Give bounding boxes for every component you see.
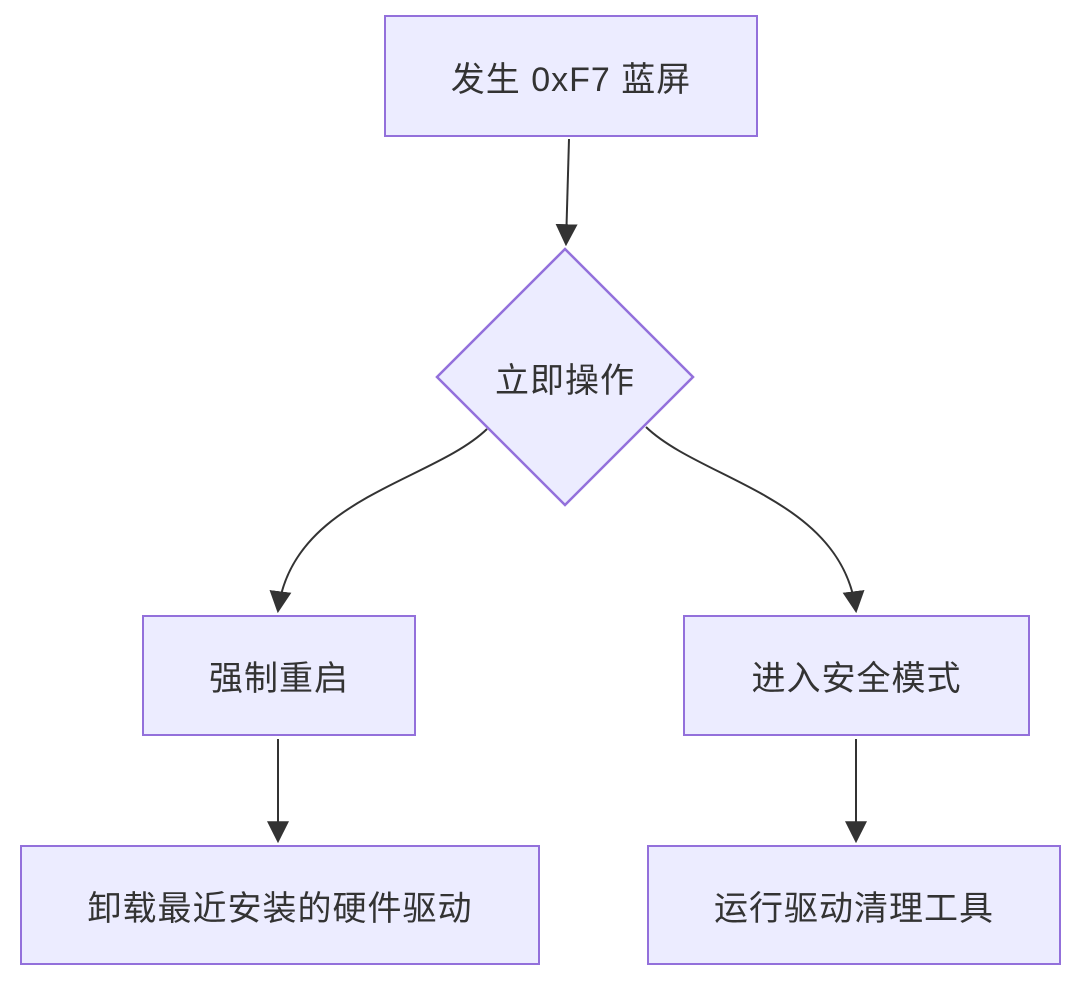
node-force-restart-label: 强制重启 xyxy=(209,660,349,698)
node-decision-immediate-action: 立即操作 xyxy=(435,247,695,507)
node-enter-safe-mode-label: 进入安全模式 xyxy=(751,660,962,698)
edge-decision-to-force-restart xyxy=(269,428,488,614)
node-force-restart: 强制重启 xyxy=(142,615,416,736)
edge-decision-to-safe-mode xyxy=(645,426,865,614)
node-bluescreen-occurred-label: 发生 0xF7 蓝屏 xyxy=(450,60,692,99)
node-run-driver-cleaner: 运行驱动清理工具 xyxy=(647,845,1061,965)
edge-start-to-decision xyxy=(555,138,578,247)
node-enter-safe-mode: 进入安全模式 xyxy=(683,615,1030,736)
node-uninstall-recent-driver-label: 卸载最近安装的硬件驱动 xyxy=(87,889,473,928)
diamond-shape xyxy=(435,247,695,507)
node-decision-label: 立即操作 xyxy=(495,361,635,400)
node-run-driver-cleaner-label: 运行驱动清理工具 xyxy=(714,889,994,928)
node-uninstall-recent-driver: 卸载最近安装的硬件驱动 xyxy=(20,845,540,965)
node-bluescreen-occurred: 发生 0xF7 蓝屏 xyxy=(384,15,758,137)
